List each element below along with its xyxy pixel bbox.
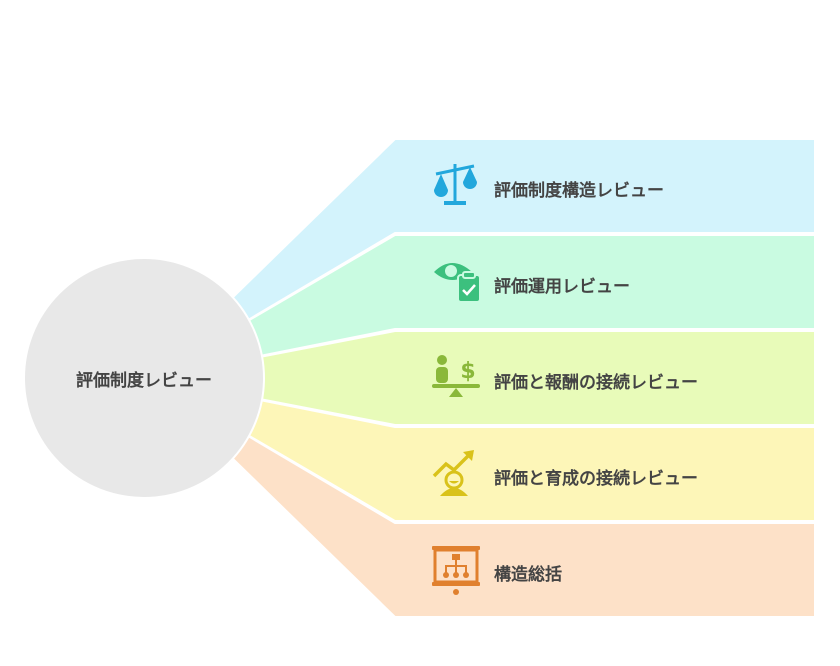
eye-clipboard-icon — [434, 263, 481, 303]
scales-icon — [434, 164, 477, 205]
branch-label-1: 評価制度構造レビュー — [494, 181, 664, 201]
person-growth-icon — [432, 450, 474, 496]
center-label: 評価制度レビュー — [76, 371, 212, 391]
branch-label-3: 評価と報酬の接続レビュー — [494, 373, 698, 393]
svg-text:$: $ — [460, 359, 475, 384]
branch-label-4: 評価と育成の接続レビュー — [494, 469, 698, 489]
presentation-hierarchy-icon — [432, 546, 480, 595]
person-money-balance-icon: $ — [432, 355, 480, 397]
branch-label-2: 評価運用レビュー — [494, 277, 630, 297]
branch-label-5: 構造総括 — [494, 565, 562, 585]
center-circle — [23, 257, 265, 499]
